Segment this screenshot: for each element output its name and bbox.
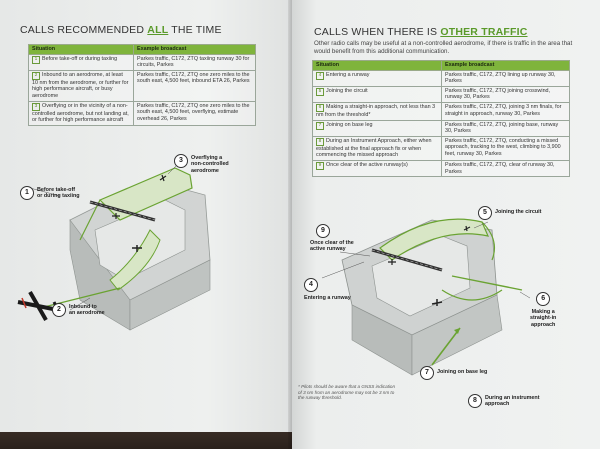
callout-badge: 8: [468, 394, 482, 408]
callout-label: During an instrument approach: [485, 395, 540, 408]
callout-7: 7 Joining on base leg: [420, 366, 487, 380]
situation-text: Joining on base leg: [326, 121, 373, 128]
callout-label: Joining on base leg: [437, 369, 488, 375]
broadcast-cell: Parkes traffic, C172, ZTQ one zero miles…: [133, 69, 256, 102]
row-number: 2: [32, 71, 40, 80]
row-number: 8: [316, 137, 324, 146]
broadcast-cell: Parkes traffic, C172, ZTQ, joining base,…: [441, 119, 570, 137]
callout-badge: 6: [536, 292, 551, 306]
column-header-situation: Situation: [312, 60, 442, 71]
aircraft-icon: [132, 245, 142, 252]
column-header-broadcast: Example broadcast: [441, 60, 570, 71]
intro-paragraph: Other radio calls may be useful at a non…: [314, 40, 573, 55]
situation-text: During an Instrument Approach, either wh…: [316, 137, 432, 159]
column-header-broadcast: Example broadcast: [133, 44, 256, 55]
circuit-diagram-right: [321, 218, 531, 376]
callout-badge: 9: [316, 224, 330, 238]
callout-5: 5 Joining the circuit: [478, 206, 541, 220]
callout-badge: 2: [52, 303, 66, 317]
broadcast-cell: Parkes traffic, C172, ZTQ, conducting a …: [441, 135, 570, 161]
callout-badge: 4: [304, 278, 318, 292]
callout-label: Before take-off or during taxiing: [37, 187, 80, 200]
situation-text: Inbound to an aerodrome, at least 10 nm …: [32, 71, 129, 99]
situation-text: Making a straight-in approach, not less …: [316, 103, 436, 118]
situation-text: Joining the circuit: [326, 87, 368, 94]
row-number: 4: [316, 71, 324, 80]
footnote: * Pilots should be aware that a GNSS ind…: [298, 384, 396, 401]
callout-3: 3 Overflying a non-controlled aerodrome: [174, 154, 229, 174]
heading-highlight: OTHER TRAFFIC: [440, 26, 528, 38]
row-number: 3: [32, 102, 40, 111]
left-page-heading: CALLS RECOMMENDED ALL THE TIME: [20, 24, 222, 36]
broadcast-cell: Parkes traffic, C172, ZTQ joining crossw…: [441, 85, 570, 103]
column-header-situation: Situation: [28, 44, 134, 55]
callout-label: Overflying a non-controlled aerodrome: [191, 155, 229, 174]
callout-label: Inbound to an aerodrome: [69, 304, 105, 317]
row-number: 6: [316, 103, 324, 112]
left-page: CALLS RECOMMENDED ALL THE TIME Situation…: [0, 0, 296, 432]
callout-badge: 5: [478, 206, 492, 220]
broadcast-cell: Parkes traffic, C172, ZTQ, joining 3 nm …: [441, 101, 570, 121]
right-page-heading: CALLS WHEN THERE IS OTHER TRAFFIC: [314, 26, 528, 38]
situation-text: Entering a runway: [326, 71, 370, 78]
situation-text: Before take-off or during taxiing: [42, 55, 118, 62]
callout-label: Making a straight-in approach: [530, 309, 557, 328]
row-number: 5: [316, 87, 324, 96]
heading-text: CALLS RECOMMENDED: [20, 24, 148, 36]
broadcast-cell: Parkes traffic, C172, ZTQ taxiing runway…: [133, 53, 256, 71]
callout-badge: 1: [20, 186, 34, 200]
heading-highlight: ALL: [147, 24, 169, 36]
row-number: 1: [32, 55, 40, 64]
callout-6: 6 Making a straight-in approach: [530, 292, 556, 328]
callout-8: 8 During an instrument approach: [468, 394, 540, 408]
circuit-diagram-left: [17, 159, 211, 331]
callout-label: Entering a runway: [304, 295, 351, 301]
row-number: 9: [316, 161, 324, 170]
callout-2: 2 Inbound to an aerodrome: [52, 303, 105, 317]
callout-badge: 3: [174, 154, 188, 168]
callout-label: Joining the circuit: [495, 209, 542, 215]
broadcast-cell: Parkes traffic, C172, ZTQ, clear of runw…: [441, 159, 570, 178]
broadcast-cell: Parkes traffic, C172, ZTQ one zero miles…: [133, 100, 256, 126]
heading-text-end: THE TIME: [168, 24, 222, 36]
callout-badge: 7: [420, 366, 434, 380]
callout-9: 9 Once clear of the active runway: [310, 224, 354, 253]
heading-text: CALLS WHEN THERE IS: [314, 26, 441, 38]
callout-1: 1 Before take-off or during taxiing: [20, 186, 80, 200]
callout-label: Once clear of the active runway: [310, 240, 354, 253]
callout-4: 4 Entering a runway: [304, 278, 351, 301]
right-page: CALLS WHEN THERE IS OTHER TRAFFIC Other …: [292, 0, 600, 449]
situation-text: Overflying or in the vicinity of a non-c…: [32, 102, 129, 124]
broadcast-cell: Parkes traffic, C172, ZTQ lining up runw…: [441, 69, 570, 87]
situation-text: Once clear of the active runway(s): [326, 161, 408, 168]
row-number: 7: [316, 121, 324, 130]
